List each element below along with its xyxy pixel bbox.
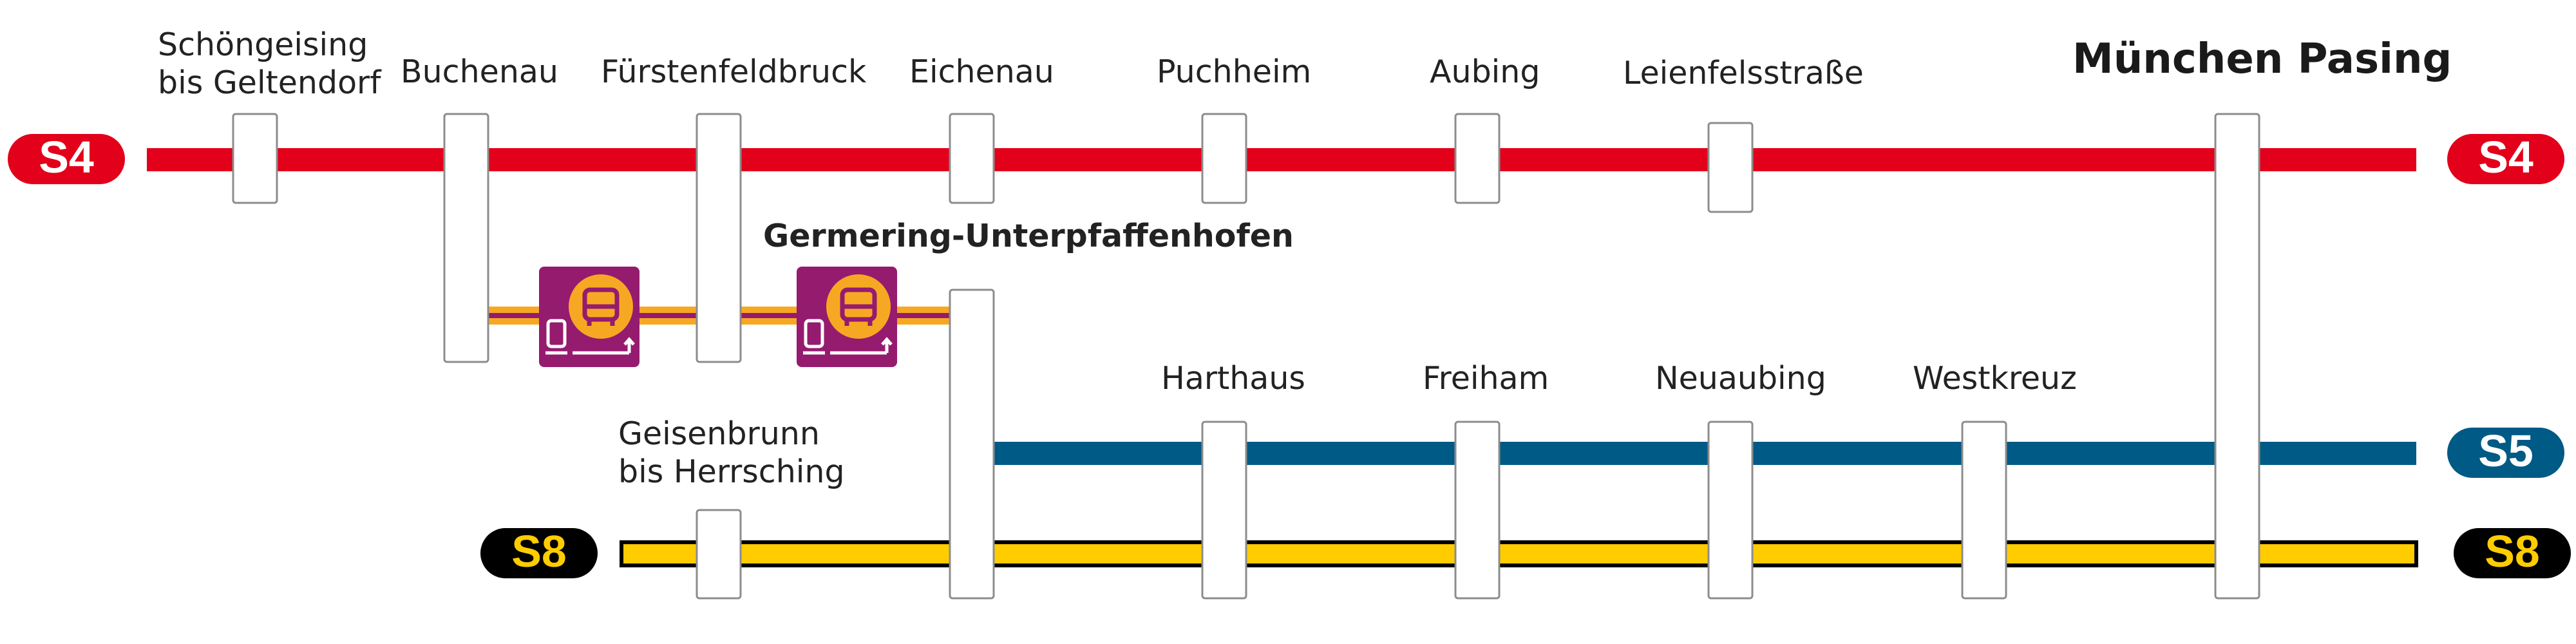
platform-leienfels	[1707, 122, 1754, 213]
svg-text:S8: S8	[511, 526, 567, 576]
station-label-westkreuz: Westkreuz	[1913, 360, 2077, 397]
platform-harthaus	[1201, 421, 1247, 600]
svg-text:S5: S5	[2478, 426, 2533, 476]
svg-text:S4: S4	[39, 132, 94, 182]
station-label-puchheim: Puchheim	[1157, 53, 1312, 90]
station-label-aubing: Aubing	[1430, 53, 1540, 90]
s8-badge-left: S8	[480, 526, 598, 578]
s8-badge-right: S8	[2454, 526, 2571, 578]
platform-pasing	[2214, 113, 2260, 600]
platform-eichenau	[949, 113, 995, 204]
platform-buchenau	[443, 113, 489, 363]
s8-line	[620, 540, 2418, 567]
platform-freiham	[1454, 421, 1501, 600]
station-label-harthaus: Harthaus	[1161, 360, 1305, 397]
platform-geisenbrunn	[696, 509, 742, 600]
platform-neuaubing	[1707, 421, 1754, 600]
platform-westkreuz	[1961, 421, 2007, 600]
s4-badge-left: S4	[8, 132, 125, 184]
tram-icon	[545, 319, 567, 355]
station-label-eichenau: Eichenau	[909, 53, 1054, 90]
station-label-leienfels: Leienfelsstraße	[1623, 55, 1864, 91]
station-label-freiham: Freiham	[1423, 360, 1549, 397]
platform-schoengeising	[232, 113, 278, 204]
station-label-geisenbrunn: Geisenbrunn bis Herrsching	[618, 415, 845, 490]
tram-icon	[803, 319, 825, 355]
rail-replacement-icon	[797, 267, 897, 367]
s5-badge: S5	[2447, 426, 2564, 478]
platform-aubing	[1454, 113, 1501, 204]
s4-line	[147, 148, 2416, 171]
station-label-buchenau: Buchenau	[401, 53, 558, 90]
svg-text:S4: S4	[2478, 132, 2533, 182]
platform-fuerstenfeldbruck	[696, 113, 742, 363]
platform-puchheim	[1201, 113, 1247, 204]
rail-replacement-icon	[539, 267, 639, 367]
station-label-neuaubing: Neuaubing	[1655, 360, 1826, 397]
station-label-fuerstenfeldbruck: Fürstenfeldbruck	[601, 53, 867, 90]
s4-badge-right: S4	[2447, 132, 2564, 184]
station-label-pasing: München Pasing	[2072, 35, 2452, 83]
svg-text:S8: S8	[2485, 526, 2540, 576]
station-label-germering: Germering-Unterpfaffenhofen	[763, 218, 1294, 254]
platform-germering	[949, 289, 995, 600]
bus-icon	[840, 287, 877, 326]
station-label-schoengeising: Schöngeising bis Geltendorf	[158, 26, 381, 101]
bus-icon	[582, 287, 620, 326]
